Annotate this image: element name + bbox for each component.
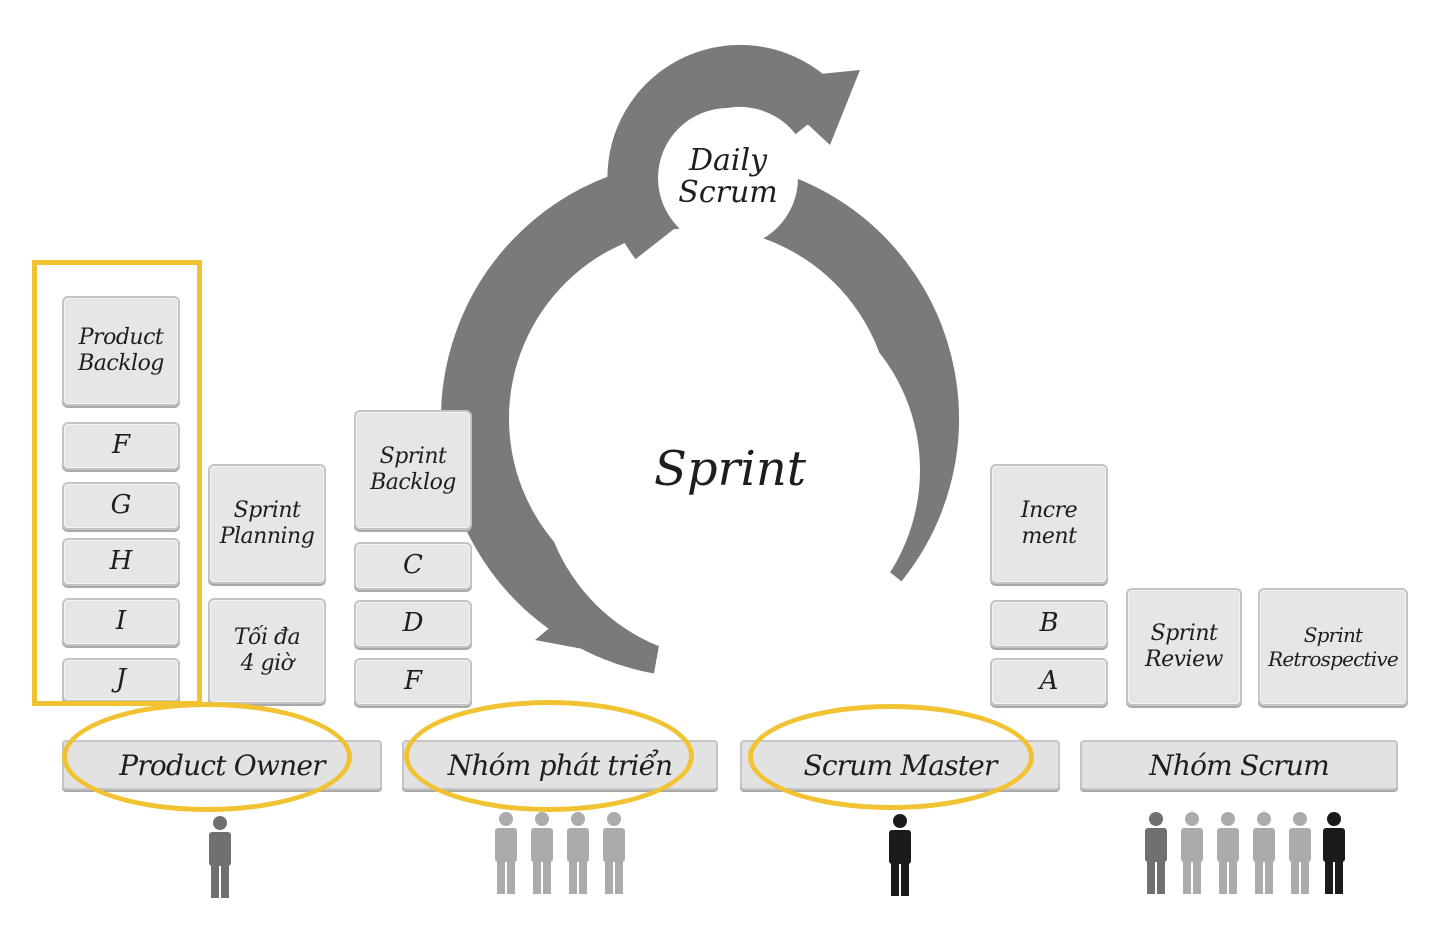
product-backlog-title-2: Backlog — [78, 351, 164, 376]
person-icon — [209, 816, 231, 898]
sprint-backlog-item: F — [354, 658, 472, 706]
sprint-planning-title-1: Sprint — [233, 497, 301, 523]
sprint-backlog-item: C — [354, 542, 472, 590]
sprint-label: Sprint — [654, 441, 807, 497]
sprint-review-card: Sprint Review — [1126, 588, 1242, 706]
sprint-backlog-title-1: Sprint — [379, 443, 447, 469]
sprint-backlog-title-2: Backlog — [370, 470, 456, 495]
person-icon — [1217, 812, 1239, 894]
scrum-team-band: Nhóm Scrum — [1080, 740, 1398, 790]
increment-title-1: Incre — [1020, 497, 1078, 523]
sprint-retrospective-card: Sprint Retrospective — [1258, 588, 1408, 706]
scrum-master-highlight — [748, 704, 1034, 810]
person-icon — [1181, 812, 1203, 894]
person-icon — [567, 812, 589, 894]
person-icon — [1253, 812, 1275, 894]
sprint-backlog-item: D — [354, 600, 472, 648]
daily-scrum-arrowhead — [760, 70, 860, 145]
sprint-backlog-card: Sprint Backlog — [354, 410, 472, 530]
timebox-card: Tối đa 4 giờ — [208, 598, 326, 704]
daily-scrum-label-1: Daily — [688, 143, 768, 178]
product-backlog-item: I — [62, 598, 180, 646]
daily-scrum-center — [658, 108, 798, 248]
person-icon — [889, 814, 911, 896]
sprint-planning-title-2: Planning — [219, 524, 315, 549]
person-icon — [531, 812, 553, 894]
dev-team-highlight — [404, 700, 694, 812]
sprint-center — [540, 280, 920, 660]
sprint-planning-card: Sprint Planning — [208, 464, 326, 584]
product-backlog-title-1: Product — [78, 324, 164, 350]
person-icon — [495, 812, 517, 894]
sprint-retrospective-title-2: Retrospective — [1268, 647, 1399, 671]
product-backlog-highlight — [32, 260, 202, 706]
increment-title-2: ment — [1021, 524, 1077, 549]
product-backlog-card: Product Backlog — [62, 296, 180, 406]
person-icon — [603, 812, 625, 894]
sprint-retrospective-title-1: Sprint — [1303, 623, 1363, 647]
increment-item: A — [990, 658, 1108, 706]
sprint-review-title-1: Sprint — [1150, 620, 1218, 646]
product-backlog-item: G — [62, 482, 180, 530]
person-icon — [1145, 812, 1167, 894]
timebox-note-2: 4 giờ — [240, 651, 294, 676]
increment-card: Incre ment — [990, 464, 1108, 584]
person-icon — [1323, 812, 1345, 894]
sprint-review-title-2: Review — [1145, 647, 1223, 672]
increment-item: B — [990, 600, 1108, 648]
timebox-note-1: Tối đa — [233, 624, 301, 650]
daily-scrum-label-2: Scrum — [678, 175, 777, 210]
product-backlog-item: H — [62, 538, 180, 586]
product-backlog-item: F — [62, 422, 180, 470]
person-icon — [1289, 812, 1311, 894]
product-owner-highlight — [62, 702, 352, 812]
